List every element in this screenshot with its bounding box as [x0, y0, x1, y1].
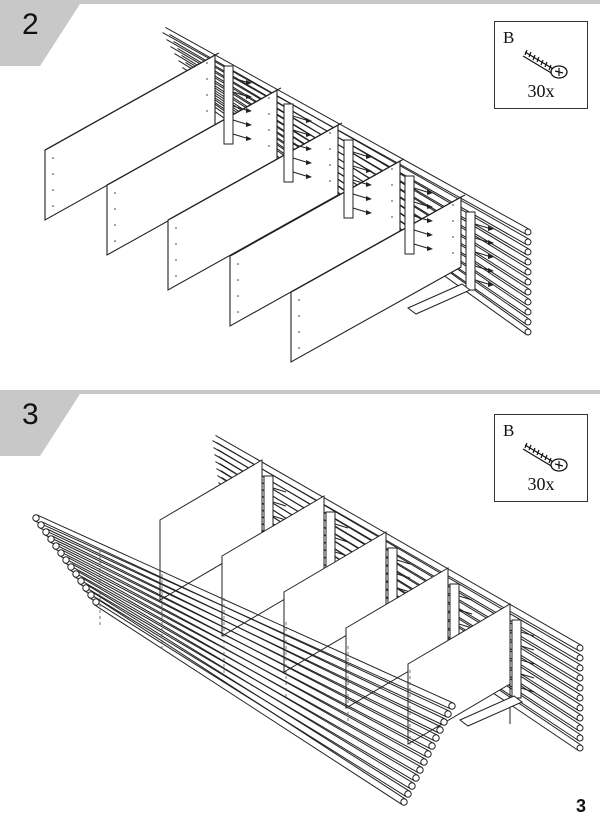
hardware-box: B 30x	[494, 21, 588, 109]
screw-icon	[522, 49, 568, 79]
step-2: 2 B 30x	[0, 0, 600, 390]
step-number: 3	[22, 398, 39, 431]
brackets	[223, 65, 494, 315]
divider-panel	[290, 194, 466, 363]
part-letter: B	[503, 28, 515, 47]
step-number: 2	[22, 8, 39, 41]
hardware-box: B 30x	[494, 414, 588, 502]
step-divider	[0, 0, 600, 4]
bracket	[404, 175, 433, 255]
bottom-bracket	[459, 695, 523, 727]
step-badge	[0, 394, 80, 456]
step-divider	[0, 390, 600, 394]
part-quantity: 30x	[527, 474, 555, 494]
bracket	[465, 211, 494, 291]
slat-rod	[92, 598, 408, 806]
step-badge	[0, 4, 80, 66]
screw-icon	[522, 442, 568, 472]
slat-front-rods	[32, 514, 456, 806]
part-quantity: 30x	[527, 81, 555, 101]
assembly-drawing-step-2	[44, 26, 532, 363]
bracket	[283, 103, 312, 183]
bottom-bracket	[407, 283, 471, 315]
slat-rod	[52, 542, 440, 742]
assembly-drawing-step-3	[32, 434, 584, 806]
bracket	[223, 65, 252, 145]
part-letter: B	[503, 421, 515, 440]
step-3: 3 B 30x	[0, 390, 600, 823]
divider-panel	[167, 122, 343, 291]
divider-panels	[44, 52, 466, 363]
bracket	[343, 139, 372, 219]
page-number: 3	[575, 796, 586, 816]
